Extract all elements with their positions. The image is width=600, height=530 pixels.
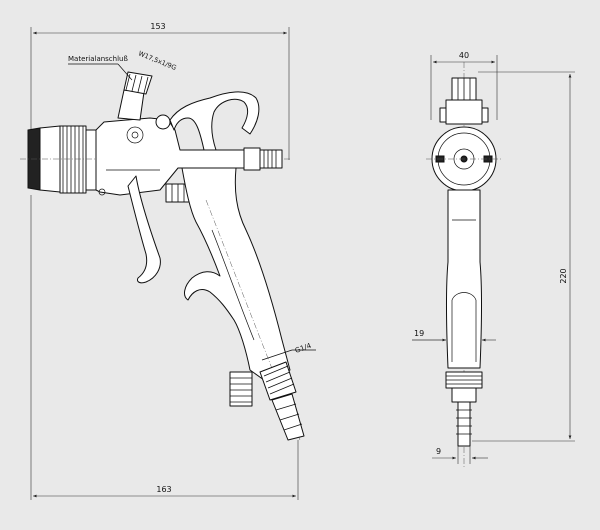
dim-bottom-length-label: 163	[156, 485, 171, 494]
air-cap	[20, 125, 290, 194]
trigger	[127, 175, 161, 284]
dimension-bottom-length: 163	[30, 195, 299, 500]
dimension-width: 40	[430, 51, 498, 120]
label-air-thread: G1/4	[294, 341, 313, 354]
material-connection: Materialanschluß W17,5x1/9G	[68, 49, 178, 121]
dimension-nipple: 9	[432, 446, 488, 464]
dim-width-label: 40	[459, 51, 469, 60]
dimension-height: 220	[472, 71, 575, 442]
dimension-grip: 19	[412, 329, 496, 342]
dim-top-length-label: 153	[150, 22, 165, 31]
dim-height-label: 220	[559, 268, 568, 283]
air-inlet: G1/4	[229, 341, 316, 441]
dimension-top-length: 153	[30, 22, 290, 160]
dim-grip-label: 19	[414, 329, 424, 338]
side-view: 153	[20, 22, 316, 500]
label-thread-top: W17,5x1/9G	[137, 49, 177, 71]
front-handle	[446, 189, 482, 369]
needle-adjuster	[243, 147, 283, 171]
label-material-connection: Materialanschluß	[68, 55, 128, 63]
front-air-inlet	[445, 371, 483, 447]
front-air-cap	[426, 126, 502, 192]
front-view: 40	[412, 51, 575, 468]
front-top-fitting	[439, 77, 489, 125]
hanging-hook	[169, 91, 260, 151]
dim-nipple-label: 9	[436, 447, 441, 456]
